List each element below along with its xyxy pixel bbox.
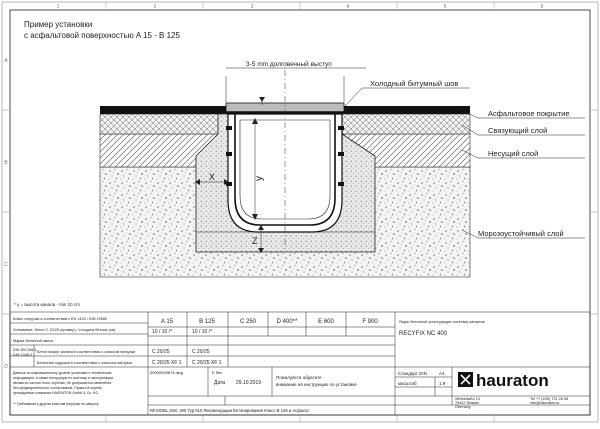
row-label: Класс нагрузки в соответствии с EN 1433 … xyxy=(13,317,107,321)
contact-line: Tel +7 (495) 721 26 58 xyxy=(530,397,568,401)
date-value: 29.10.2019 xyxy=(236,380,261,386)
standard-label: Стандарт DIN xyxy=(398,371,427,376)
note-line: ** Требования к другим классам нагрузки … xyxy=(13,402,99,406)
standard-value: A4 xyxy=(439,371,445,376)
row-label-small: DIN EN 206-1 xyxy=(13,348,37,352)
border-numbers: 1 2 3 4 5 6 A B C D xyxy=(4,4,543,370)
row-label: Бетон вокруг канала в соответствии с кла… xyxy=(37,350,135,354)
legal-notes: Данные по максимальному уровню установки… xyxy=(13,371,113,406)
concrete-value: C 20/25 xyxy=(192,349,210,355)
address-line: Werkstraße 13 xyxy=(455,397,480,401)
class-header: E 600 xyxy=(318,319,334,325)
contact-line: info@hauraton.ru xyxy=(530,401,559,405)
border-letter: A xyxy=(4,58,8,64)
note-line: принадлежат компании HAURATON GmbH & Co.… xyxy=(13,391,98,395)
note-line: без предварительного согласования. Права… xyxy=(13,386,102,390)
class-value: 10 / 10 /* xyxy=(192,329,212,335)
drawing-description: RF.MOBL.SNC 400 Typ 010 Рекомендации Бет… xyxy=(150,408,309,413)
channel-inner xyxy=(239,119,331,220)
border-letter: B xyxy=(4,160,8,166)
concrete-value: C 20/25 XF 1 xyxy=(192,360,222,366)
class-header: A 15 xyxy=(161,319,174,325)
concrete-value: C 20/25 XF 1 xyxy=(152,360,182,366)
hauraton-logo-icon xyxy=(458,372,473,387)
border-number: 6 xyxy=(541,4,544,10)
title-line-2: с асфальтовой поверхностью A 15 - B 125 xyxy=(24,31,180,40)
dim-z-label: Z xyxy=(252,236,258,246)
border-number: 4 xyxy=(347,4,350,10)
product-name: RECYFIX NC 400 xyxy=(399,331,448,337)
note-line: Данные по максимальному уровню установки… xyxy=(13,371,112,375)
frame-ticks xyxy=(2,2,598,422)
row-labels: Класс нагрузки в соответствии с EN 1433 … xyxy=(13,317,135,365)
border-number: 2 xyxy=(154,4,157,10)
address-line: Germany xyxy=(455,405,471,409)
class-header: F 900 xyxy=(362,319,378,325)
note-line: являются частью этого чертежа. Не допуск… xyxy=(13,381,111,385)
raise-label: 3-5 mm долговечный выступ xyxy=(246,60,332,68)
class-value: 10 / 10 /* xyxy=(152,329,172,335)
brand-name: hauraton xyxy=(476,371,549,390)
border-letter: D xyxy=(4,364,8,370)
product-hint: Ящик бетонной конструкции системы канало… xyxy=(399,319,485,324)
title-block-grid xyxy=(9,311,591,416)
class-header: B 125 xyxy=(199,319,215,325)
company-address: Werkstraße 13 76437 Rastatt Germany Tel … xyxy=(455,397,568,409)
row-label: Марка бетонной смеси xyxy=(13,339,53,343)
channel-ribs xyxy=(226,126,344,186)
border-number: 5 xyxy=(444,4,447,10)
address-line: 76437 Rastatt xyxy=(455,401,480,405)
instruction-line: внимание на инструкцию по установке xyxy=(276,382,357,387)
drawing-revision: E 5fm xyxy=(212,370,223,375)
load-classes: A 15 B 125 C 250 D 400** E 600 F 900 xyxy=(161,319,378,325)
binder-label: Связующий слой xyxy=(488,126,547,135)
row-label: Бетонная подушка в соответствии с классо… xyxy=(37,361,132,365)
channel-wall xyxy=(234,114,336,226)
title-line-1: Пример установки xyxy=(24,20,92,29)
instruction-line: Пожалуйста обратите xyxy=(276,374,322,380)
scale-label: масштаб xyxy=(398,381,417,386)
base-label: Несущий слой xyxy=(488,149,538,158)
class-header: D 400** xyxy=(277,319,298,325)
class-header: C 250 xyxy=(240,319,257,325)
class-values: 10 / 10 /* 10 / 10 /* C 20/25 C 20/25 C … xyxy=(152,329,222,366)
frost-label: Морозоустойчивый слой xyxy=(478,229,564,238)
scale-value: 1:9 xyxy=(439,381,446,386)
leader-lines xyxy=(344,87,585,239)
row-label: Основание: бетон С 20/25 (пример) / толщ… xyxy=(13,328,116,332)
border-number: 3 xyxy=(251,4,254,10)
concrete-value: C 20/25 xyxy=(152,349,170,355)
cold-joint-label: Холодный битумный шов xyxy=(370,79,458,88)
note-line: информация, а также инструкции по монтаж… xyxy=(13,376,113,380)
asphalt-label: Асфальтовое покрытие xyxy=(488,109,570,118)
drawing-number: 00000009674.dwg xyxy=(150,370,183,375)
row-label-small: DIN 1045-2 xyxy=(13,353,32,357)
border-number: 1 xyxy=(57,4,60,10)
dim-y-label: y xyxy=(254,176,265,181)
dim-x-label: X xyxy=(209,172,215,182)
date-label: Дата xyxy=(214,380,225,386)
border-letter: C xyxy=(4,262,8,268)
footnote: * y = высота канала - min 10 cm xyxy=(14,302,80,307)
